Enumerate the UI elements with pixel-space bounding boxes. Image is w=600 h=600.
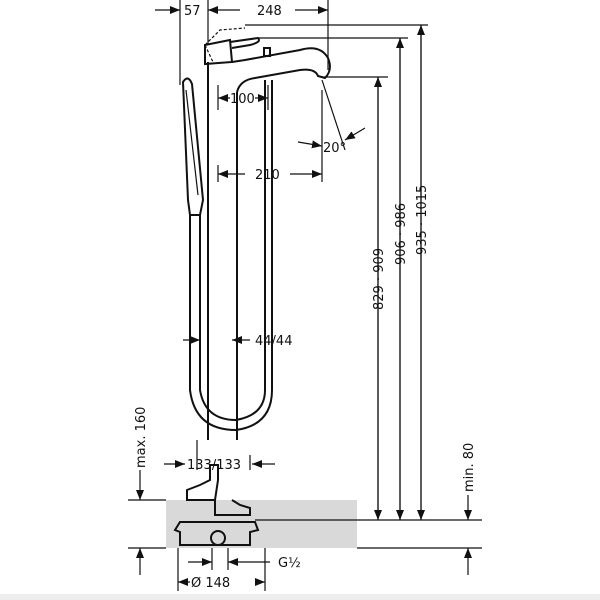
dim-248: 248	[257, 4, 282, 19]
dim-829-909: 829 · 909	[372, 248, 387, 310]
dim-100: 100	[230, 92, 255, 107]
extension-lines	[177, 0, 428, 591]
dim-min-80: min. 80	[462, 443, 477, 492]
dim-20-degrees: 20°	[323, 141, 346, 156]
dim-210: 210	[255, 168, 280, 183]
dim-g-half: G½	[278, 556, 301, 571]
hand-shower	[181, 77, 273, 432]
dim-44: 44/44	[255, 334, 292, 349]
dimension-arrows	[136, 5, 472, 586]
bottom-strip	[0, 594, 600, 600]
dim-935-1015: 935 · 1015	[415, 185, 430, 255]
dim-906-986: 906 · 986	[394, 203, 409, 265]
dim-57: 57	[184, 4, 201, 19]
floor-section	[166, 500, 357, 548]
dim-133: 133/133	[187, 458, 241, 473]
mixer-body	[173, 27, 331, 546]
dim-max-160: max. 160	[134, 407, 149, 468]
dim-diameter-148: Ø 148	[191, 576, 230, 591]
